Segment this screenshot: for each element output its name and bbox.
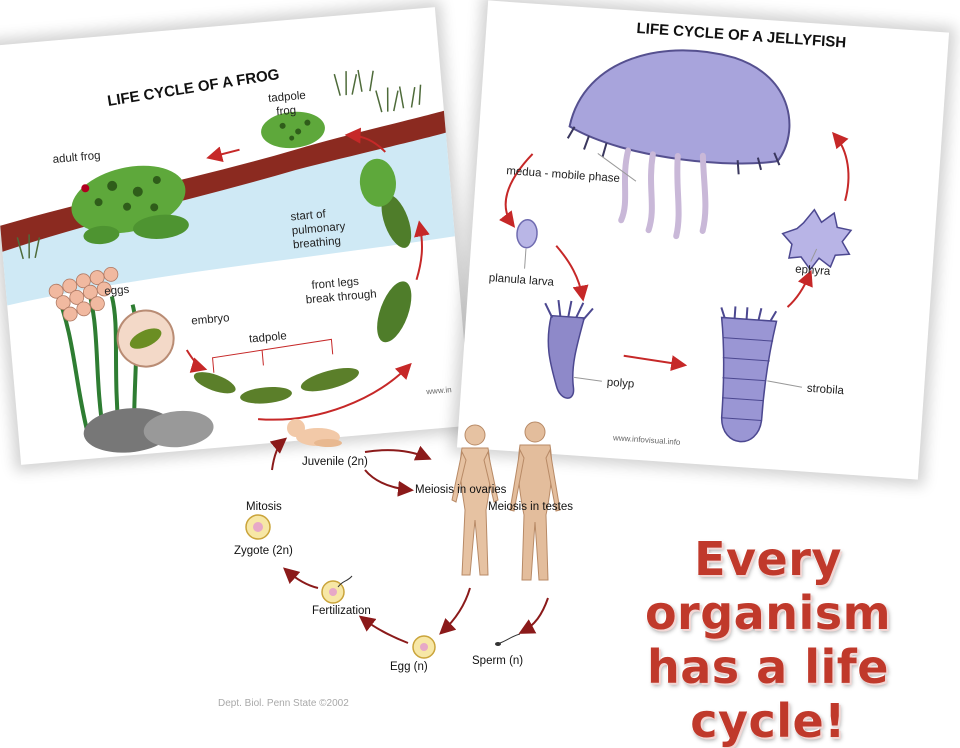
label-planula: planula larva xyxy=(488,272,554,289)
planula-larva xyxy=(516,218,538,249)
credit-text: Dept. Biol. Penn State ©2002 xyxy=(218,698,349,709)
young-frog-tail xyxy=(381,194,412,248)
leader-lines xyxy=(524,153,818,388)
label-sperm: Sperm (n) xyxy=(472,655,523,667)
headline-line-1: Every organism xyxy=(644,532,892,640)
ephyra-shape xyxy=(781,208,853,271)
strobila-rings xyxy=(721,337,774,422)
baby-figure xyxy=(287,419,342,447)
tadpole-bracket xyxy=(212,338,334,373)
tadpole-shape xyxy=(300,368,359,392)
egg-cell xyxy=(412,635,436,659)
frog-cycle-arrows xyxy=(185,127,430,421)
medusa-bell xyxy=(568,49,791,165)
frog-egg-mass xyxy=(48,266,119,322)
label-meiosis-testes: Meiosis in testes xyxy=(488,501,573,513)
frog-watermark: www.in xyxy=(425,385,452,396)
label-mitosis: Mitosis xyxy=(246,501,282,513)
tadpole-shape xyxy=(193,372,236,394)
label-tadpole: tadpole xyxy=(249,330,288,345)
medusa-tentacles xyxy=(618,147,709,240)
man-figure xyxy=(509,421,561,581)
polyp-shape xyxy=(547,314,586,399)
headline: Every organism has a life cycle! xyxy=(578,532,958,748)
label-pulmonary-3: breathing xyxy=(293,235,342,251)
human-diagram: Juvenile (2n) Meiosis in ovaries Meiosis… xyxy=(234,419,573,673)
label-adult-frog: adult frog xyxy=(52,150,101,166)
human-cycle-arrows xyxy=(269,437,549,644)
label-pulmonary-1: start of xyxy=(290,208,327,223)
label-zygote: Zygote (2n) xyxy=(234,545,293,557)
rock xyxy=(143,410,214,448)
label-medusa: medua - mobile phase xyxy=(506,165,620,185)
jellyfish-title: LIFE CYCLE OF A JELLYFISH xyxy=(636,20,847,52)
frog-diagram: LIFE CYCLE OF A FROG adult frog tadpole … xyxy=(0,66,455,453)
adult-frog-leg xyxy=(83,225,120,245)
sperm-head xyxy=(495,642,501,646)
tadpole-shape xyxy=(240,387,292,404)
label-polyp: polyp xyxy=(606,377,634,391)
jellyfish-cycle-arrows xyxy=(498,131,850,372)
label-tadpole-frog-2: frog xyxy=(276,105,297,119)
label-egg: Egg (n) xyxy=(390,661,428,673)
label-strobila: strobila xyxy=(806,383,844,398)
jellyfish-diagram: LIFE CYCLE OF A JELLYFISH medua - mobile… xyxy=(488,20,853,447)
label-eggs: eggs xyxy=(104,284,130,298)
woman-figure xyxy=(451,424,499,576)
human-life-cycle-panel: Juvenile (2n) Meiosis in ovaries Meiosis… xyxy=(200,410,600,710)
label-meiosis-ovaries: Meiosis in ovaries xyxy=(415,484,507,496)
embryo-shape xyxy=(129,328,162,349)
adult-frog-leg xyxy=(133,214,189,240)
fertilization-cell xyxy=(321,575,353,604)
label-pulmonary-2: pulmonary xyxy=(291,221,346,238)
frog-spots xyxy=(279,119,311,141)
adult-frog-eye xyxy=(81,184,90,193)
polyp-tentacles xyxy=(544,299,594,321)
jellyfish-watermark: www.infovisual.info xyxy=(612,433,682,447)
water-area xyxy=(1,116,455,306)
label-embryo: embryo xyxy=(191,312,230,327)
jellyfish-life-cycle-panel: LIFE CYCLE OF A JELLYFISH medua - mobile… xyxy=(456,0,950,480)
grass-tufts xyxy=(16,69,422,260)
label-tadpole-frog-1: tadpole xyxy=(268,90,307,105)
headline-line-2: has a life cycle! xyxy=(647,640,889,748)
zygote-cell xyxy=(245,514,271,540)
frog-spots xyxy=(94,175,161,212)
frog-life-cycle-panel: LIFE CYCLE OF A FROG adult frog tadpole … xyxy=(0,7,472,465)
label-juvenile: Juvenile (2n) xyxy=(302,456,368,468)
strobila-top xyxy=(720,306,778,322)
young-frog-body xyxy=(359,158,396,207)
sperm-cell xyxy=(499,633,521,644)
froglet-with-legs xyxy=(377,281,412,343)
strobila-shape xyxy=(720,316,778,443)
frog-title: LIFE CYCLE OF A FROG xyxy=(106,66,280,110)
label-ephyra: ephyra xyxy=(795,264,832,278)
label-front-legs-1: front legs xyxy=(311,276,359,292)
medusa-fringe xyxy=(566,126,781,175)
label-fertilization: Fertilization xyxy=(312,605,371,617)
